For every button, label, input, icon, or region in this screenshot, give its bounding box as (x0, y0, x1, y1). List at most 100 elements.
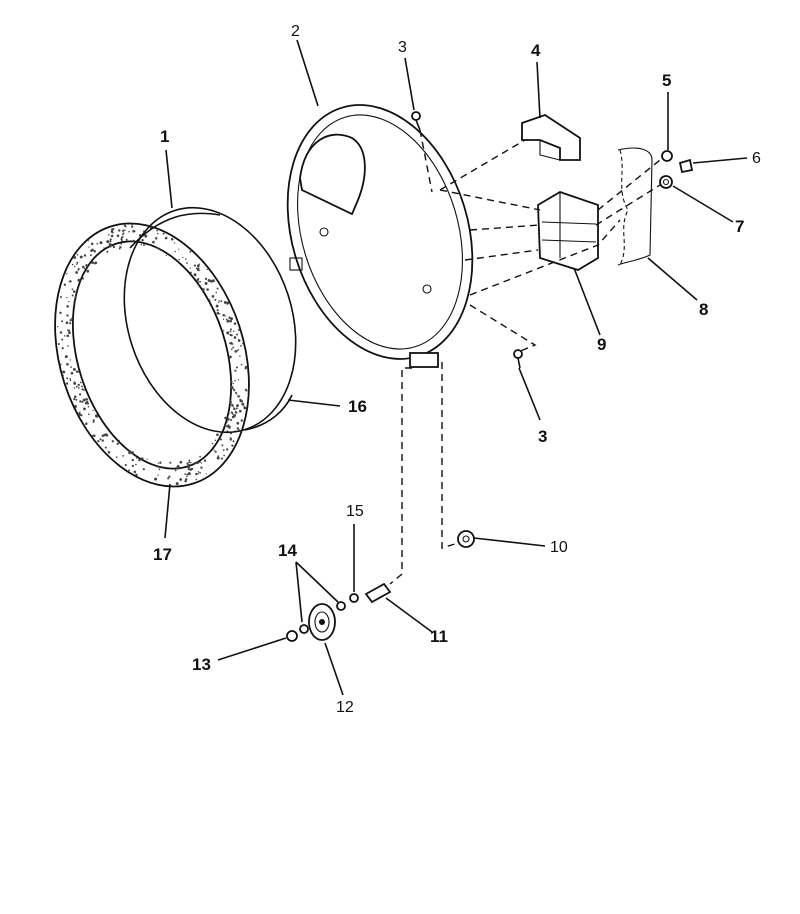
seal-speckle (238, 328, 241, 332)
seal-speckle (70, 366, 72, 368)
callout-4: 4 (531, 41, 541, 60)
seal-speckle (77, 370, 80, 373)
seal-speckle (122, 455, 124, 457)
seal-speckle (71, 294, 74, 297)
seal-speckle (230, 348, 233, 351)
seal-speckle (66, 296, 68, 299)
seal-speckle (230, 380, 233, 383)
seal-speckle (238, 428, 240, 431)
seal-speckle (128, 451, 132, 455)
callout-2: 2 (291, 23, 300, 40)
seal-speckle (176, 466, 180, 470)
callout-6: 6 (752, 150, 761, 167)
seal-speckle (120, 238, 123, 241)
seal-speckle (229, 341, 233, 345)
seal-speckle (155, 246, 158, 249)
seal-speckle (112, 245, 116, 249)
seal-speckle (109, 240, 112, 243)
seal-speckle (78, 412, 81, 415)
seal-speckle (241, 400, 244, 402)
seal-speckle (108, 242, 112, 246)
seal-speckle (226, 448, 229, 451)
seal-speckle (90, 254, 92, 257)
seal-speckle (198, 263, 201, 265)
seal-speckle (57, 342, 60, 346)
seal-speckle (221, 444, 224, 447)
seal-speckle (146, 458, 148, 460)
seal-speckle (242, 342, 244, 345)
seal-speckle (110, 230, 114, 233)
seal-speckle (63, 283, 67, 286)
seal-speckle (196, 268, 200, 271)
seal-speckle (95, 414, 99, 418)
callout-10: 10 (550, 539, 568, 556)
callout-1: 1 (160, 127, 169, 146)
seal-speckle (159, 461, 162, 464)
part-4-bracket (521, 114, 581, 161)
bulkhead-opening (299, 133, 366, 216)
part-10-nut (457, 530, 475, 548)
seal-speckle (108, 234, 110, 236)
seal-speckle (223, 300, 227, 304)
seal-speckle (189, 267, 191, 269)
seal-speckle (225, 318, 228, 321)
seal-speckle (119, 245, 121, 248)
seal-speckle (92, 409, 94, 412)
seal-speckle (135, 473, 138, 477)
seal-speckle (227, 417, 230, 421)
seal-speckle (116, 234, 120, 238)
seal-speckle (61, 338, 64, 341)
seal-speckle (69, 322, 72, 325)
seal-speckle (226, 319, 230, 323)
seal-speckle (157, 462, 160, 464)
seal-speckle (235, 366, 239, 369)
seal-speckle (88, 240, 90, 242)
seal-speckle (219, 313, 221, 315)
seal-speckle (222, 318, 225, 320)
seal-speckle (85, 422, 88, 426)
seal-speckle (141, 238, 144, 242)
callout-5: 5 (662, 71, 671, 90)
seal-speckle (154, 237, 158, 240)
seal-speckle (240, 345, 242, 347)
seal-speckle (128, 230, 130, 233)
seal-speckle (67, 329, 71, 332)
seal-speckle (218, 300, 220, 302)
seal-speckle (106, 240, 110, 244)
seal-speckle (73, 387, 76, 389)
seal-speckle (202, 288, 205, 291)
seal-speckle (200, 462, 203, 464)
seal-speckle (132, 229, 136, 233)
seal-speckle (186, 475, 188, 478)
callout-17: 17 (153, 545, 172, 564)
bulkhead-hole (319, 227, 329, 237)
seal-speckle (92, 419, 95, 422)
seal-speckle (184, 480, 187, 483)
seal-speckle (226, 421, 228, 423)
seal-speckle (214, 450, 217, 453)
seal-speckle (74, 295, 77, 298)
seal-speckle (156, 229, 158, 232)
seal-speckle (71, 288, 74, 291)
seal-speckle (154, 477, 158, 481)
callout-3-top: 3 (398, 39, 407, 56)
seal-speckle (226, 303, 228, 305)
seal-speckle (234, 379, 236, 382)
part-7-nut (659, 175, 673, 189)
callout-15: 15 (346, 503, 364, 520)
seal-speckle (83, 254, 87, 257)
seal-speckle (76, 263, 78, 265)
seal-speckle (217, 455, 220, 457)
part-17-seal-ring (54, 222, 250, 488)
part-13-nut (286, 630, 298, 642)
seal-speckle (128, 469, 131, 472)
seal-speckle (131, 225, 134, 228)
seal-speckle (138, 458, 141, 462)
seal-speckle (195, 478, 198, 481)
seal-speckle (186, 462, 189, 465)
seal-speckle (144, 234, 148, 238)
seal-speckle (184, 258, 187, 260)
seal-speckle (193, 273, 197, 277)
seal-speckle (184, 473, 187, 476)
